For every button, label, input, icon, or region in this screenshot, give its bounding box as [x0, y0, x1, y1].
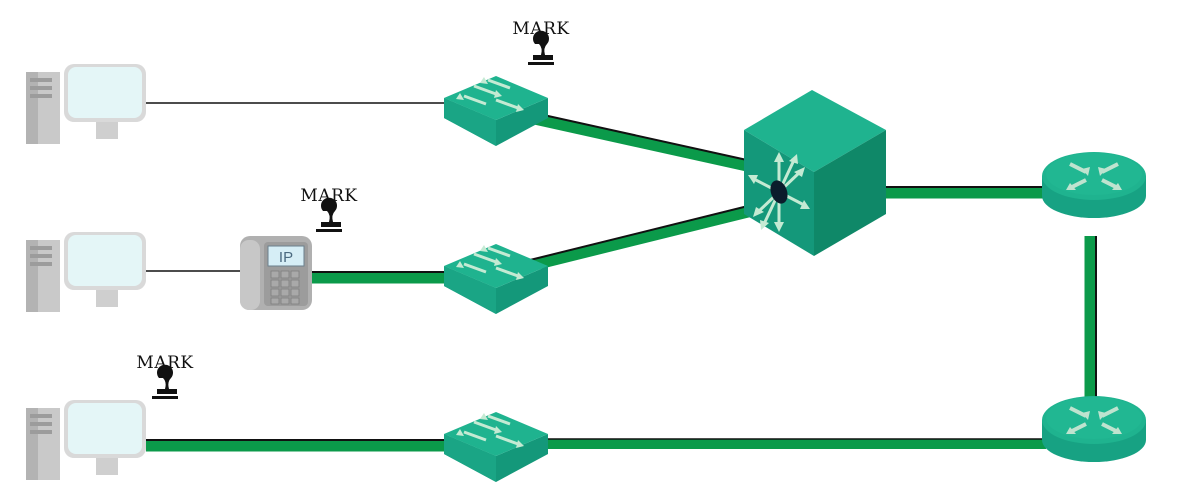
link-ipphone-switch2 [312, 271, 446, 284]
pc-1[interactable] [26, 64, 146, 144]
workstation-icon [26, 64, 146, 144]
access-switch-3[interactable] [442, 410, 550, 484]
switch-icon [442, 74, 550, 148]
mark-1: MARK [512, 19, 569, 65]
switch-icon [442, 410, 550, 484]
mark-label: MARK [136, 353, 193, 373]
router-icon [1040, 394, 1148, 464]
link-switch3-router2 [546, 438, 1046, 449]
link-pc3-switch3 [146, 439, 446, 452]
switch-icon [442, 242, 550, 316]
workstation-icon [26, 232, 146, 312]
link-switch1-multilayer [528, 111, 758, 174]
pc-2[interactable] [26, 232, 146, 312]
mark-2: MARK [300, 186, 357, 232]
access-switch-2[interactable] [442, 242, 550, 316]
router-1[interactable] [1040, 150, 1148, 220]
ip-phone-label: IP [279, 249, 293, 266]
mark-3: MARK [136, 353, 193, 399]
router-2[interactable] [1040, 394, 1148, 464]
mark-label: MARK [300, 186, 357, 206]
workstation-icon [26, 400, 146, 480]
ip-phone-icon [240, 236, 312, 310]
links [146, 102, 1097, 452]
pc-3[interactable] [26, 400, 146, 480]
multilayer-switch[interactable] [744, 90, 886, 256]
multilayer-switch-icon [744, 90, 886, 256]
mark-label: MARK [512, 19, 569, 39]
link-router1-router2 [1084, 236, 1097, 400]
router-icon [1040, 150, 1148, 220]
access-switch-1[interactable] [442, 74, 550, 148]
link-switch2-multilayer [528, 203, 758, 272]
ip-phone[interactable]: IP [240, 236, 312, 310]
link-multilayer-router1 [884, 186, 1046, 199]
